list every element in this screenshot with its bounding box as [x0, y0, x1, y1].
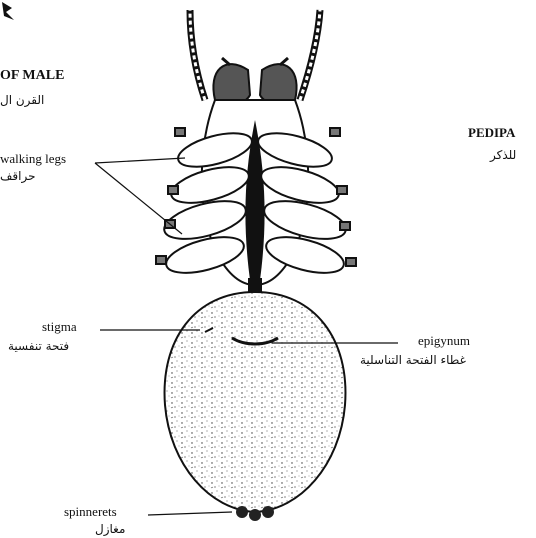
pedipalp-ar-label: للذكر [490, 149, 516, 161]
pedipalps [190, 10, 320, 100]
stigma-ar-label: فتحة تنفسية [8, 340, 69, 352]
stigma-label: stigma [42, 320, 77, 333]
spinnerets-label: spinnerets [64, 505, 117, 518]
male-title-en: OF MALE [0, 69, 64, 83]
epigynum-ar-label: غطاء الفتحة التناسلية [360, 354, 466, 366]
chelicerae [213, 58, 296, 105]
abdomen [165, 292, 346, 521]
spinnerets-ar-label: مغازل [95, 523, 125, 535]
walking-legs-label: walking legs [0, 152, 66, 165]
epigynum-label: epigynum [418, 334, 470, 347]
pedipalp-label: PEDIPA [468, 126, 515, 139]
male-title-ar: القرن ال [0, 94, 44, 106]
corner-logo-fragment [2, 2, 14, 20]
walking-legs-ar-label: حراقف [0, 170, 36, 182]
